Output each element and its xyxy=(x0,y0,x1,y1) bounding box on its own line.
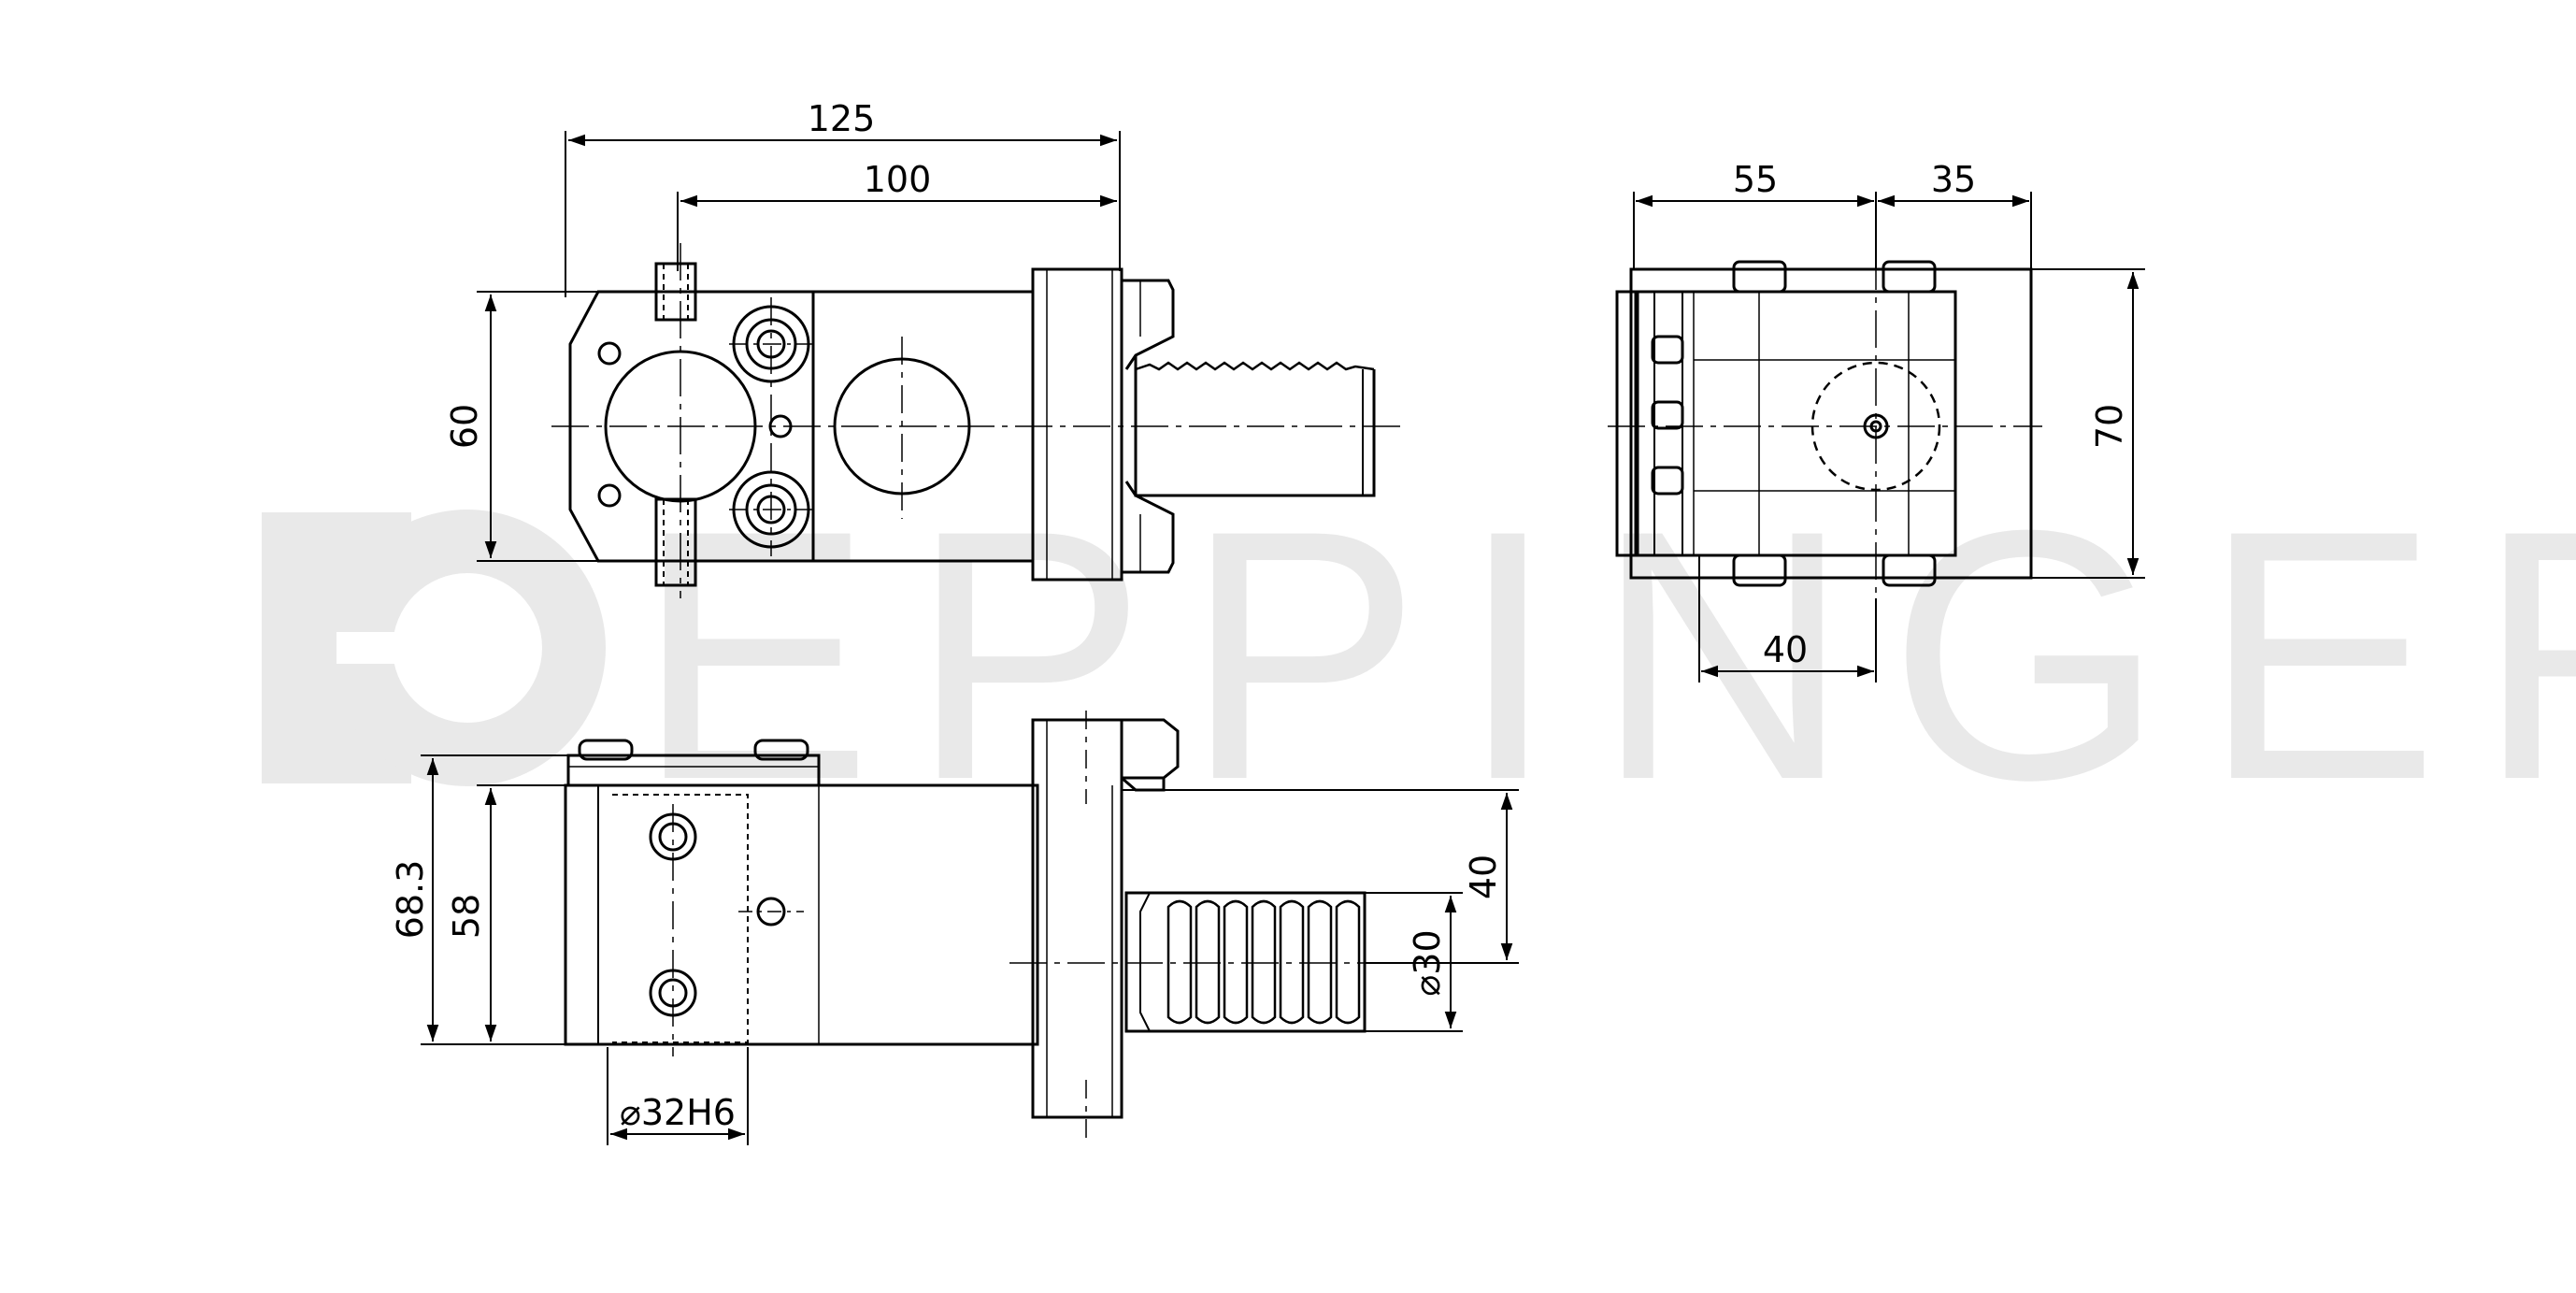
side-view-dimensions xyxy=(1633,192,2145,682)
dim-55: 55 xyxy=(1733,159,1778,200)
dim-dia30: ⌀30 xyxy=(1407,929,1448,996)
top-view xyxy=(551,243,1402,598)
dim-40-side: 40 xyxy=(1763,629,1808,670)
dim-68-3: 68.3 xyxy=(390,860,431,940)
dim-dia32h6: ⌀32H6 xyxy=(620,1092,736,1133)
dim-100: 100 xyxy=(864,159,932,200)
dim-35: 35 xyxy=(1931,159,1976,200)
thread-pattern xyxy=(1166,899,1361,1025)
bottom-view xyxy=(564,711,1467,1141)
side-view xyxy=(1608,252,2042,598)
dim-60: 60 xyxy=(444,404,485,449)
dim-40-bottom: 40 xyxy=(1463,855,1504,899)
watermark-brand-text: EPPINGER xyxy=(636,456,2576,854)
dim-125: 125 xyxy=(808,98,876,139)
eppinger-watermark: EPPINGER xyxy=(262,456,2576,854)
dim-70: 70 xyxy=(2089,404,2130,449)
bottom-view-dimensions xyxy=(421,754,1519,1145)
dim-58: 58 xyxy=(446,894,487,939)
top-view-dimensions xyxy=(477,131,1121,562)
